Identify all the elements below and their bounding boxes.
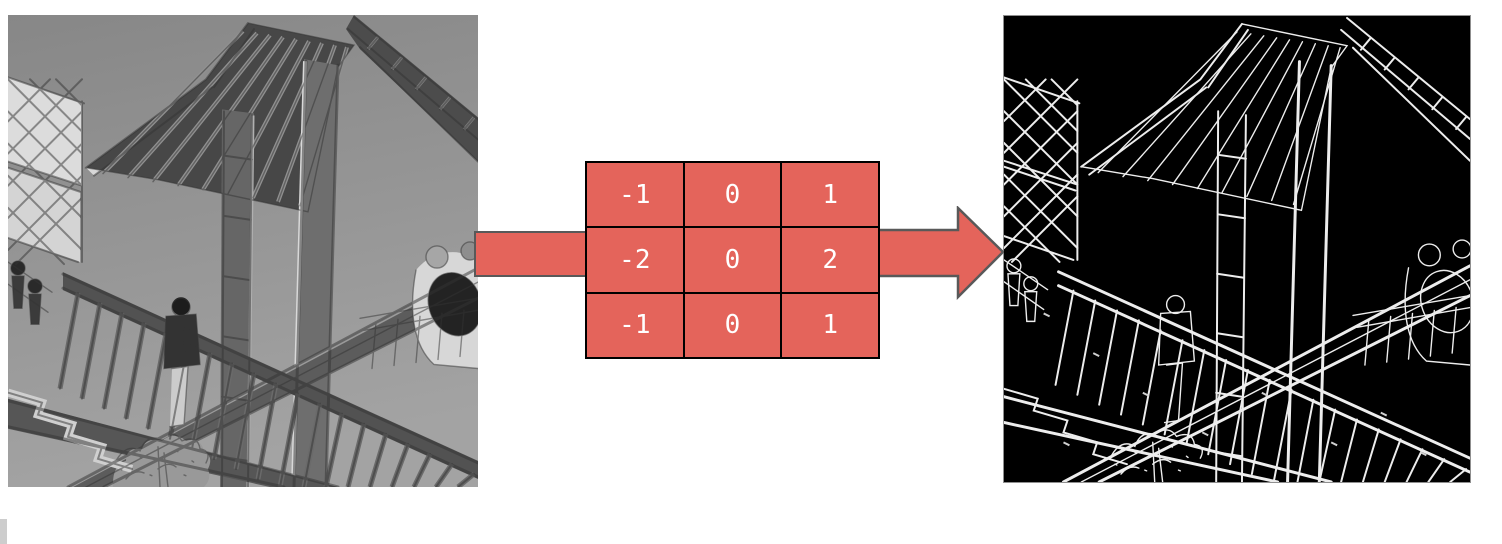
convolution-kernel-grid: -1 0 1 -2 0 2 -1 0 1 <box>585 161 880 359</box>
input-photo-grayscale <box>8 15 478 487</box>
kernel-cell: 1 <box>781 292 879 358</box>
output-edge-map <box>1003 15 1471 483</box>
kernel-cell: 2 <box>781 227 879 293</box>
kernel-cell: 0 <box>683 162 782 228</box>
output-edge-illustration <box>1004 16 1470 482</box>
edge-scroll-fragment <box>0 519 7 544</box>
kernel-cell: 0 <box>683 292 782 358</box>
input-photo-illustration <box>8 15 478 487</box>
kernel-cell: 0 <box>683 227 782 293</box>
arrow-shape <box>877 206 1004 300</box>
kernel-cell: -1 <box>586 292 684 358</box>
kernel-cell: 1 <box>781 162 879 228</box>
connector-bar <box>474 231 588 277</box>
right-arrow-icon <box>877 206 1004 300</box>
edge-noise-speckles <box>1043 312 1427 457</box>
kernel-cell: -1 <box>586 162 684 228</box>
kernel-cell: -2 <box>586 227 684 293</box>
